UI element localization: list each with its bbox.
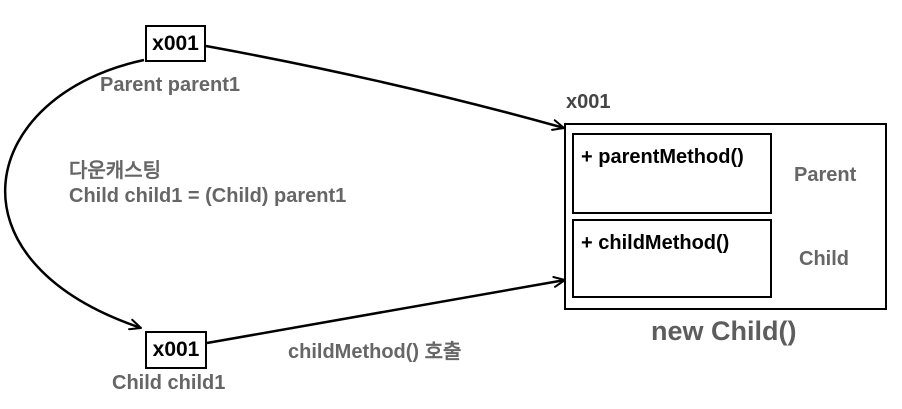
heap-address-label: x001 [566, 91, 611, 113]
downcast-note-line1: 다운캐스팅 [69, 160, 161, 182]
parent-ref-address: x001 [152, 31, 199, 55]
parent-ref-box: x001 [145, 25, 206, 62]
child-method-compartment: + childMethod() [572, 219, 772, 298]
arrow-child-ref-to-object [206, 275, 566, 345]
child-ref-box: x001 [145, 331, 207, 369]
arrow-parent-ref-to-object [205, 44, 565, 131]
child-method-signature: + childMethod() [581, 232, 730, 254]
parent-ref-label: Parent parent1 [100, 74, 241, 96]
downcast-note: 다운캐스팅 Child child1 = (Child) parent1 [69, 159, 346, 209]
arrow-downcast-curve [3, 58, 145, 331]
instance-label: new Child() [651, 316, 797, 346]
call-label: childMethod() 호출 [288, 341, 462, 363]
parent-class-label: Parent [794, 164, 857, 186]
downcast-note-line2: Child child1 = (Child) parent1 [69, 185, 347, 207]
child-ref-label: Child child1 [112, 372, 226, 394]
child-ref-address: x001 [152, 338, 200, 361]
child-class-label: Child [799, 248, 849, 270]
parent-method-compartment: + parentMethod() [572, 133, 772, 214]
parent-method-signature: + parentMethod() [581, 146, 744, 168]
